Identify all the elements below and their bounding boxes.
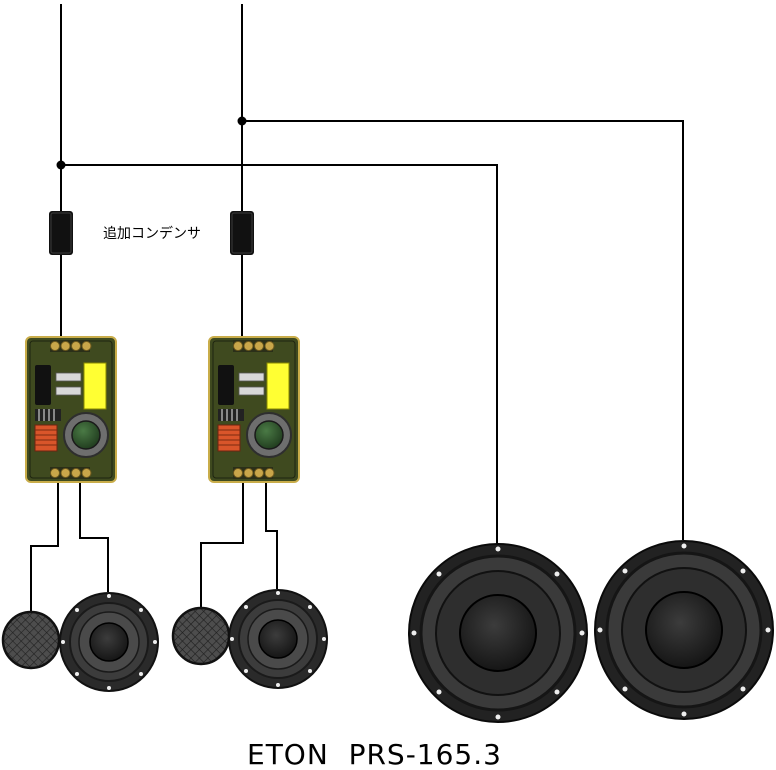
wire-left-tweeter <box>30 482 59 617</box>
crossover-right <box>208 336 300 483</box>
crossover-left <box>25 336 117 483</box>
wire-left-mid <box>79 482 109 592</box>
wire-right-mid <box>265 482 278 589</box>
woofer-1 <box>408 543 588 723</box>
capacitor-label: 追加コンデンサ <box>103 225 201 242</box>
wire-woofer-1 <box>61 164 498 545</box>
capacitor-left <box>48 210 74 256</box>
wire-woofer-2 <box>242 120 684 540</box>
wire-right-tweeter <box>200 482 244 613</box>
model-label: ETON PRS-165.3 <box>247 738 502 770</box>
tweeter-right <box>171 606 231 666</box>
woofer-2 <box>594 540 774 720</box>
junction-dot-right <box>237 116 247 126</box>
junction-dot-left <box>56 160 66 170</box>
midrange-right <box>228 589 328 689</box>
capacitor-right <box>229 210 255 256</box>
midrange-left <box>59 592 159 692</box>
wires <box>30 4 684 617</box>
tweeter-left <box>1 610 61 670</box>
